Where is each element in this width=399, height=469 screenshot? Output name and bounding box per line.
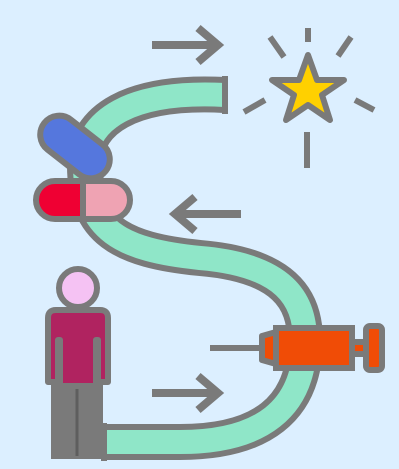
person-icon [48, 269, 108, 456]
winding-road [85, 76, 305, 461]
arrow-left-icon [175, 197, 241, 231]
arrow-right-icon [152, 376, 218, 410]
arrow-right-icon [152, 28, 218, 62]
syringe-icon [210, 326, 382, 370]
capsule-icon [36, 181, 130, 219]
star-icon [244, 28, 374, 168]
